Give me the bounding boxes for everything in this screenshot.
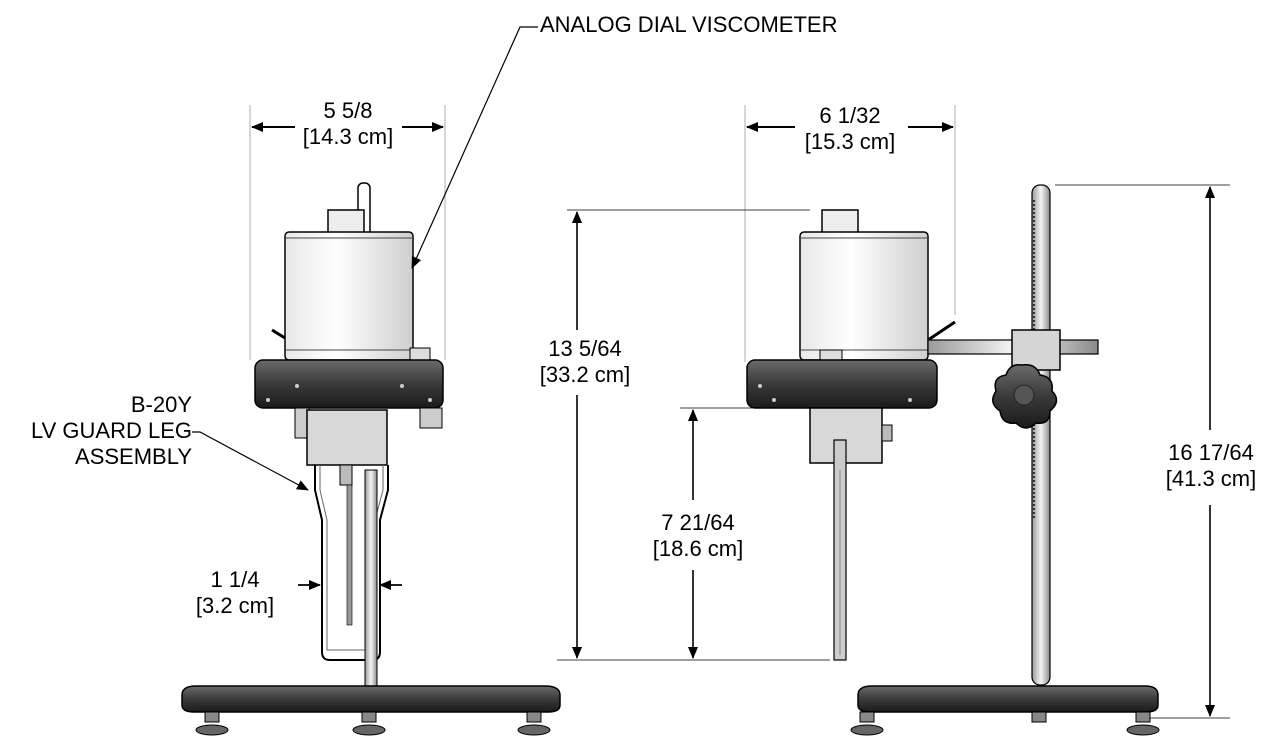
stand-base (181, 685, 561, 713)
dim-side-depth-metric: [15.3 cm] (804, 129, 896, 154)
dim-guard-width-imperial: 1 1/4 (210, 567, 260, 592)
dim-instrument-height-metric: [33.2 cm] (539, 362, 631, 387)
dim-front-width-imperial: 5 5/8 (323, 98, 373, 123)
guard-leg (314, 465, 389, 661)
viscometer-housing (284, 231, 414, 361)
rack-rod (1031, 184, 1051, 686)
stand-rod (364, 469, 378, 691)
stand-base (857, 685, 1159, 713)
spindle (346, 484, 353, 626)
callout-viscometer: ANALOG DIAL VISCOMETER (540, 12, 838, 37)
clamp-knob (992, 363, 1058, 429)
spindle-housing (306, 409, 388, 466)
dim-side-depth-imperial: 6 1/32 (819, 103, 881, 128)
callout-leader (411, 26, 538, 269)
dim-spindle-height-metric: [18.6 cm] (652, 536, 744, 561)
instrument-base (254, 359, 444, 409)
dial-cap (327, 209, 365, 235)
dim-guard-width-metric: [3.2 cm] (195, 593, 275, 618)
callout-guard-leg-part-number: B-20Y (130, 392, 192, 417)
callout-leader (192, 431, 309, 491)
dim-front-width-metric: [14.3 cm] (302, 124, 394, 149)
dim-instrument-height-imperial: 13 5/64 (548, 336, 622, 361)
dim-spindle-height-imperial: 7 21/64 (661, 510, 735, 535)
dim-overall-height-metric: [41.3 cm] (1165, 466, 1257, 491)
viscometer-housing (799, 231, 929, 361)
front-view (181, 26, 561, 736)
side-view (557, 105, 1230, 736)
callout-guard-leg-assembly: ASSEMBLY (75, 444, 192, 469)
clamp-block (1011, 329, 1061, 371)
dim-overall-height-imperial: 16 17/64 (1168, 440, 1254, 465)
callout-guard-leg-name: LV GUARD LEG (31, 418, 192, 443)
